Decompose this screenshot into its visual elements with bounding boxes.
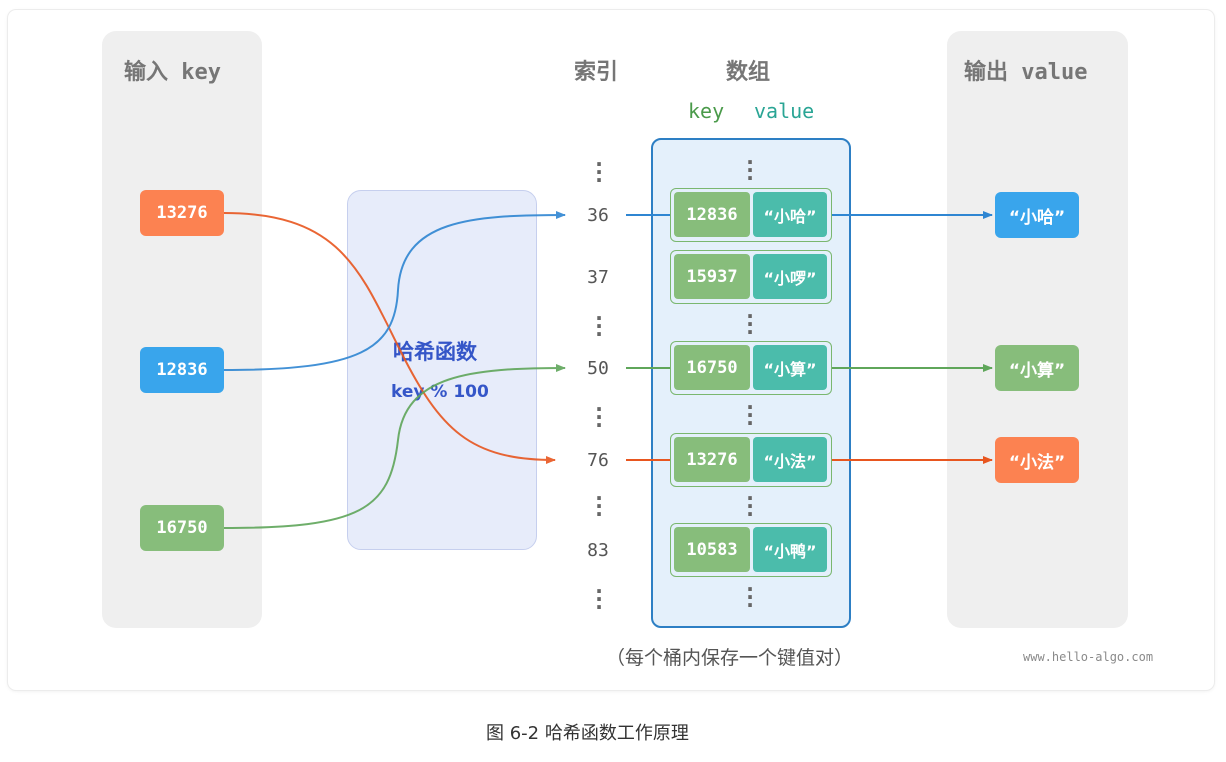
bucket-ellipsis: ···	[746, 486, 754, 526]
bucket-37: 15937 “小啰”	[670, 250, 832, 304]
bucket-ellipsis: ···	[746, 395, 754, 435]
hash-function-title: 哈希函数	[393, 340, 477, 364]
array-header: 数组	[726, 60, 771, 85]
index-ellipsis: ···	[595, 152, 603, 192]
index-ellipsis: ···	[595, 397, 603, 437]
bucket-83: 10583 “小鸭”	[670, 523, 832, 577]
input-key-12836: 12836	[140, 347, 224, 393]
index-ellipsis: ···	[595, 579, 603, 619]
hash-function-expression: key % 100	[391, 382, 489, 402]
index-36: 36	[587, 205, 609, 226]
bucket-value: “小鸭”	[753, 527, 827, 572]
link-12836-to-36	[223, 211, 566, 371]
bucket-value: “小哈”	[753, 192, 827, 237]
bucket-key: 15937	[674, 254, 750, 299]
bucket-ellipsis: ···	[746, 304, 754, 344]
output-value-xiaoha: “小哈”	[995, 192, 1079, 238]
index-ellipsis: ···	[595, 306, 603, 346]
bucket-36: 12836 “小哈”	[670, 188, 832, 242]
index-76: 76	[587, 450, 609, 471]
index-83: 83	[587, 540, 609, 561]
bucket-key: 13276	[674, 437, 750, 482]
input-key-16750: 16750	[140, 505, 224, 551]
bucket-76: 13276 “小法”	[670, 433, 832, 487]
bucket-note: （每个桶内保存一个键值对）	[606, 647, 854, 669]
output-value-xiaofa: “小法”	[995, 437, 1079, 483]
bucket-key: 10583	[674, 527, 750, 572]
figure-caption: 图 6-2 哈希函数工作原理	[486, 723, 689, 744]
link-13276-to-76	[223, 212, 556, 464]
bucket-value: “小啰”	[753, 254, 827, 299]
bucket-value: “小法”	[753, 437, 827, 482]
index-ellipsis: ···	[595, 486, 603, 526]
key-subheader: key	[688, 99, 725, 123]
bucket-ellipsis: ···	[746, 150, 754, 190]
link-16750-to-50	[223, 364, 566, 529]
value-subheader: value	[754, 99, 815, 123]
output-panel	[947, 31, 1128, 628]
bucket-key: 12836	[674, 192, 750, 237]
bucket-50: 16750 “小算”	[670, 341, 832, 395]
index-37: 37	[587, 267, 609, 288]
input-panel-title: 输入 key	[124, 60, 221, 85]
index-50: 50	[587, 358, 609, 379]
bucket-value: “小算”	[753, 345, 827, 390]
input-key-13276: 13276	[140, 190, 224, 236]
output-panel-title: 输出 value	[964, 60, 1088, 85]
bucket-ellipsis: ···	[746, 577, 754, 617]
index-header: 索引	[574, 60, 619, 85]
bucket-key: 16750	[674, 345, 750, 390]
output-value-xiaosuan: “小算”	[995, 345, 1079, 391]
watermark: www.hello-algo.com	[1023, 650, 1154, 664]
